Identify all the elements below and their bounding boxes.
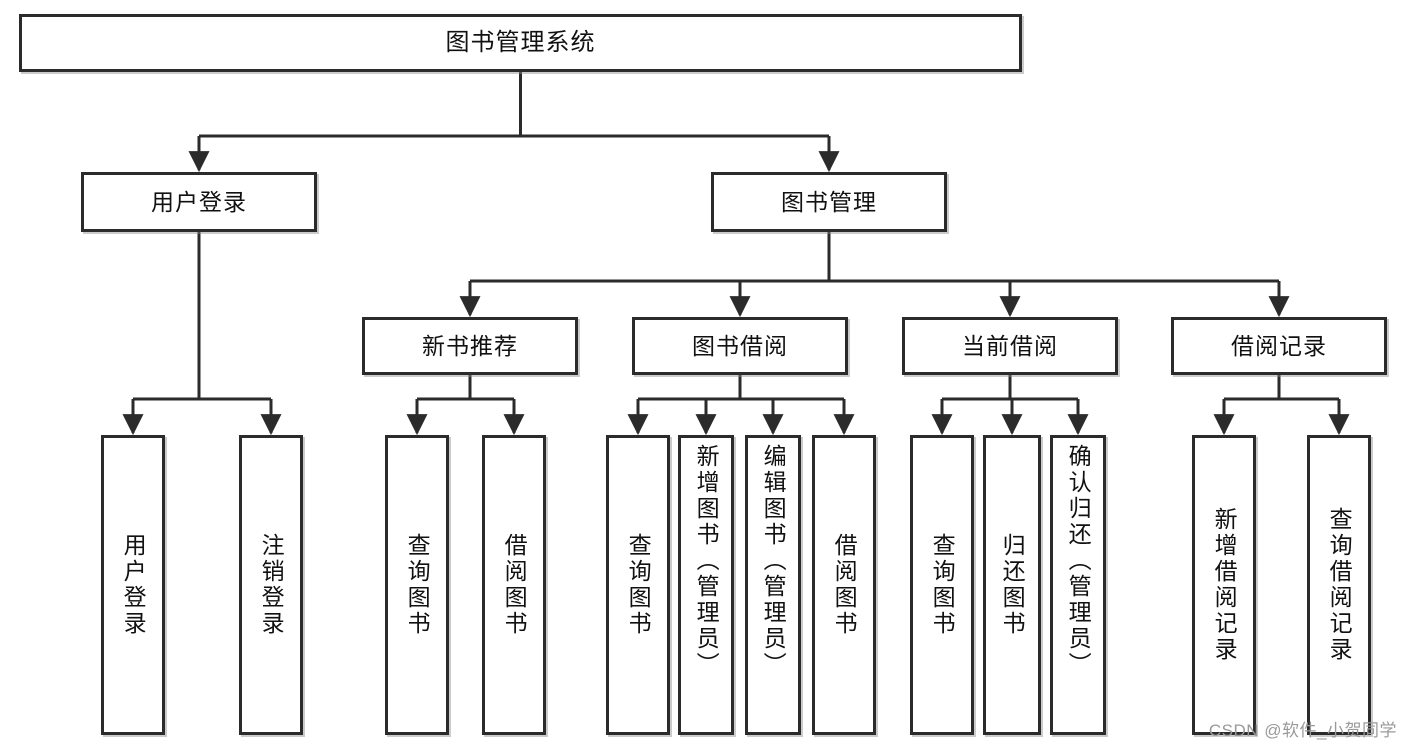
node-label: 图书借阅 — [692, 332, 788, 359]
leaf-node-leaf-logout[interactable]: 注销登录 — [239, 435, 303, 735]
node-book-manage[interactable]: 图书管理 — [711, 172, 947, 232]
node-label: 新书推荐 — [422, 332, 518, 359]
node-label: 确认归还（管理员） — [1065, 444, 1092, 678]
node-root-system[interactable]: 图书管理系统 — [19, 14, 1022, 72]
node-label: 查询图书 — [929, 533, 956, 637]
node-label: 注销登录 — [258, 533, 285, 637]
node-label: 当前借阅 — [962, 332, 1058, 359]
node-label: 借阅记录 — [1231, 332, 1327, 359]
leaf-node-leaf-borrow-book-rec[interactable]: 借阅图书 — [482, 435, 546, 735]
watermark-text: CSDN @软件_小贺同学 — [1208, 721, 1397, 740]
node-label: 图书管理系统 — [445, 29, 596, 57]
node-label: 用户登录 — [120, 533, 147, 637]
leaf-node-leaf-return-book[interactable]: 归还图书 — [983, 435, 1041, 735]
leaf-node-leaf-query-borrow-record[interactable]: 查询借阅记录 — [1307, 435, 1371, 735]
node-label: 用户登录 — [151, 188, 247, 215]
node-user-login[interactable]: 用户登录 — [81, 172, 317, 232]
node-label: 编辑图书（管理员） — [760, 444, 787, 678]
leaf-node-leaf-confirm-return-admin[interactable]: 确认归还（管理员） — [1050, 435, 1106, 735]
node-current-borrow[interactable]: 当前借阅 — [902, 317, 1118, 375]
node-label: 查询图书 — [404, 533, 431, 637]
node-label: 借阅图书 — [501, 533, 528, 637]
leaf-node-leaf-add-borrow-record[interactable]: 新增借阅记录 — [1192, 435, 1256, 735]
node-book-borrow[interactable]: 图书借阅 — [632, 317, 848, 375]
node-label: 归还图书 — [999, 533, 1026, 637]
node-borrow-record[interactable]: 借阅记录 — [1171, 317, 1387, 375]
leaf-node-leaf-query-book-rec[interactable]: 查询图书 — [385, 435, 449, 735]
node-label: 查询图书 — [625, 533, 652, 637]
node-new-book-rec[interactable]: 新书推荐 — [362, 317, 578, 375]
node-label: 新增图书（管理员） — [693, 444, 720, 678]
leaf-node-leaf-query-book-borrow[interactable]: 查询图书 — [606, 435, 670, 735]
leaf-node-leaf-query-book-cur[interactable]: 查询图书 — [910, 435, 974, 735]
node-label: 新增借阅记录 — [1211, 507, 1238, 663]
node-label: 查询借阅记录 — [1326, 507, 1353, 663]
leaf-node-leaf-borrow-book[interactable]: 借阅图书 — [812, 435, 876, 735]
node-label: 借阅图书 — [831, 533, 858, 637]
leaf-node-leaf-user-login[interactable]: 用户登录 — [101, 435, 165, 735]
leaf-node-leaf-add-book-admin[interactable]: 新增图书（管理员） — [678, 435, 734, 735]
node-label: 图书管理 — [781, 188, 877, 215]
leaf-node-leaf-edit-book-admin[interactable]: 编辑图书（管理员） — [745, 435, 801, 735]
